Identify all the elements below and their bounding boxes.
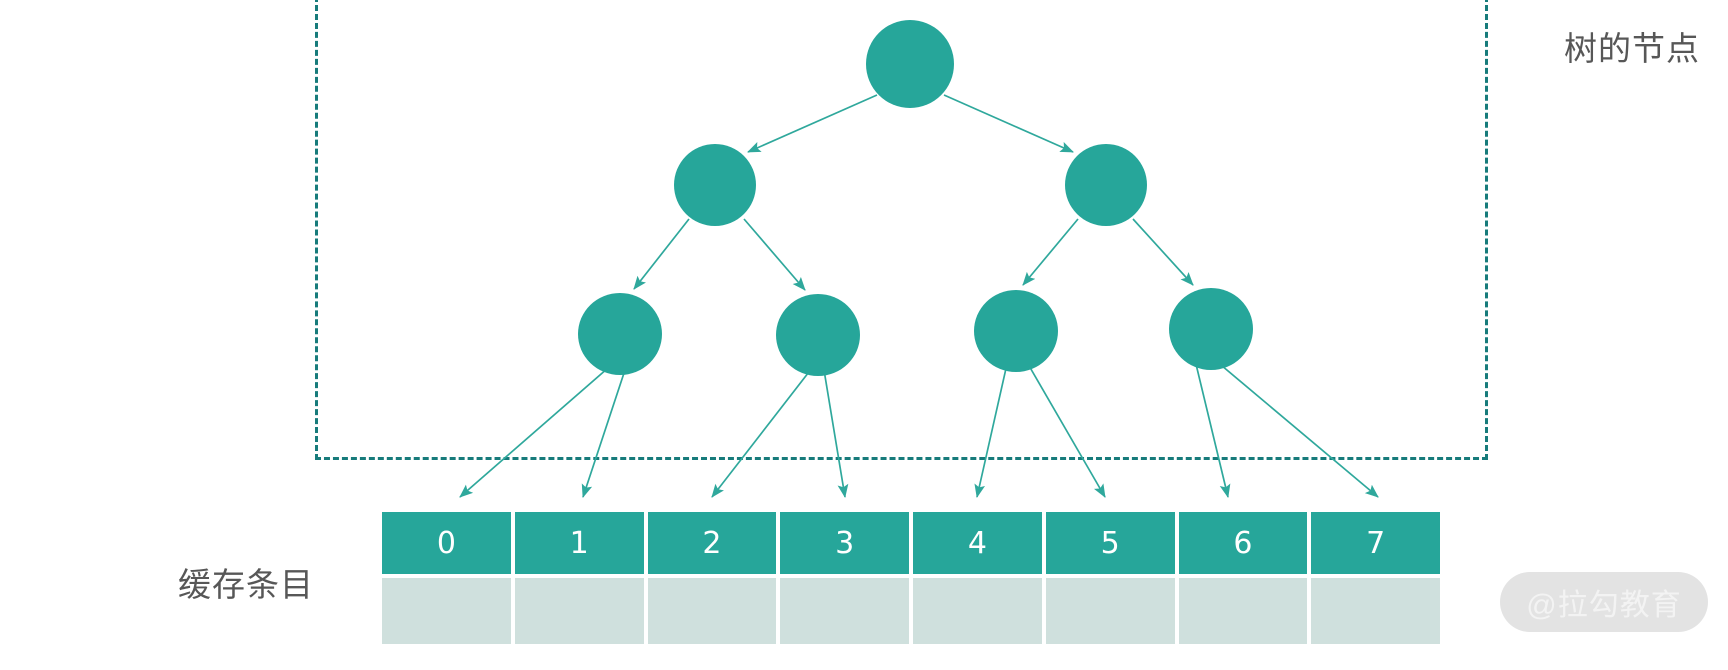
cache-index-cell[interactable]: 1 — [514, 512, 644, 574]
watermark-text: @拉勾教育 — [1526, 589, 1682, 622]
tree-node-internal-right[interactable] — [1065, 144, 1147, 226]
tree-node-leaf-3[interactable] — [1169, 288, 1253, 370]
tree-node-root[interactable] — [866, 20, 954, 108]
cache-table: 0 1 2 3 4 5 6 7 — [382, 512, 1440, 644]
cache-value-cell[interactable] — [1178, 578, 1308, 644]
edge-group-internal-to-leaf — [633, 218, 1194, 291]
edge-n1-n3 — [633, 218, 690, 290]
cache-table-label: 缓存条目 — [178, 566, 314, 603]
edge-n1-n4 — [743, 218, 806, 291]
edge-n2-n6 — [1132, 218, 1194, 286]
tree-node-internal-left[interactable] — [674, 144, 756, 226]
tree-node-leaf-1[interactable] — [776, 294, 860, 376]
tree-region-boundary — [315, 0, 1488, 460]
cache-index-cell[interactable]: 5 — [1045, 512, 1175, 574]
edge-n6-cell7 — [1214, 359, 1379, 498]
edge-group-leaf-to-cache — [459, 359, 1379, 499]
edge-n0-n1 — [747, 94, 878, 153]
cache-index-cell[interactable]: 2 — [647, 512, 777, 574]
watermark-badge: @拉勾教育 — [1500, 572, 1708, 632]
edge-n4-cell2 — [711, 367, 813, 498]
cache-value-cell[interactable] — [1311, 578, 1440, 644]
edge-n5-cell4 — [974, 363, 1008, 498]
cache-value-cell[interactable] — [1045, 578, 1175, 644]
edge-n6-cell6 — [1194, 359, 1231, 498]
tree-node-leaf-2[interactable] — [974, 290, 1058, 372]
edge-n0-n2 — [943, 94, 1074, 153]
node-group — [578, 20, 1253, 376]
edge-group-root-to-internal — [747, 94, 1074, 153]
cache-index-row: 0 1 2 3 4 5 6 7 — [382, 512, 1440, 574]
cache-index-cell[interactable]: 4 — [913, 512, 1042, 574]
edge-n4-cell3 — [823, 369, 849, 499]
tree-region-label: 树的节点 — [1564, 30, 1700, 67]
edge-n2-n5 — [1022, 218, 1079, 286]
cache-value-cell[interactable] — [913, 578, 1042, 644]
cache-value-cell[interactable] — [780, 578, 909, 644]
cache-index-cell[interactable]: 7 — [1311, 512, 1440, 574]
edge-n5-cell5 — [1027, 363, 1106, 498]
edge-n3-cell1 — [581, 369, 626, 498]
cache-index-cell[interactable]: 3 — [780, 512, 909, 574]
edge-n3-cell0 — [459, 367, 609, 498]
cache-value-cell[interactable] — [647, 578, 777, 644]
cache-index-cell[interactable]: 6 — [1178, 512, 1308, 574]
cache-value-cell[interactable] — [514, 578, 644, 644]
tree-node-leaf-0[interactable] — [578, 293, 662, 375]
cache-value-cell[interactable] — [382, 578, 511, 644]
cache-value-row — [382, 578, 1440, 644]
cache-index-cell[interactable]: 0 — [382, 512, 511, 574]
